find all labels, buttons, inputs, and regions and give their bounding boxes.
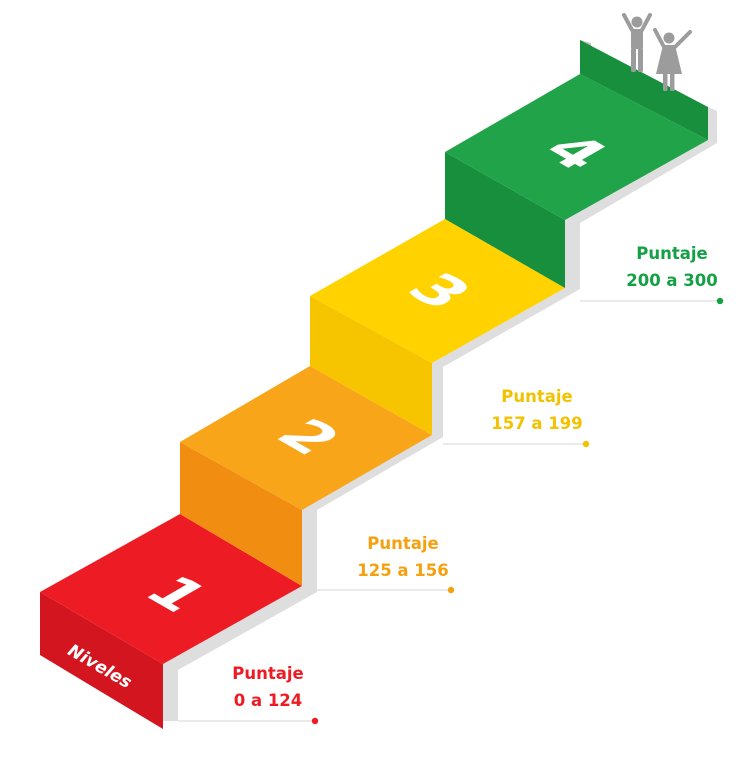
leader-dot-2 — [447, 586, 455, 594]
score-title-1: Puntaje — [232, 664, 304, 683]
step-4-top — [445, 74, 708, 220]
step-3-riser — [310, 296, 432, 435]
step-4-back-wall — [580, 40, 708, 140]
score-label-level-3: Puntaje 157 a 199 — [482, 383, 592, 437]
score-label-level-1: Puntaje 0 a 124 — [215, 660, 321, 714]
score-range-3: 157 a 199 — [491, 414, 583, 433]
side-wall — [163, 107, 717, 721]
leader-dot-1 — [311, 717, 319, 725]
step-2-top — [180, 366, 432, 510]
score-range-2: 125 a 156 — [357, 561, 449, 580]
score-title-4: Puntaje — [636, 244, 708, 263]
man-arms-raised-icon — [622, 13, 652, 72]
step-3: 3 — [310, 219, 565, 435]
step-4-riser — [445, 152, 565, 288]
step-1-front — [40, 592, 163, 729]
score-range-1: 0 a 124 — [233, 691, 303, 710]
step-2-riser — [180, 442, 302, 586]
woman-arms-raised-icon — [653, 28, 692, 91]
step-3-top — [310, 219, 565, 363]
score-label-level-2: Puntaje 125 a 156 — [348, 530, 458, 584]
leader-dot-4 — [716, 297, 724, 305]
step-4: 4 — [445, 40, 708, 288]
score-label-level-4: Puntaje 200 a 300 — [616, 240, 728, 294]
step-1-top — [40, 514, 302, 664]
score-title-2: Puntaje — [367, 534, 439, 553]
step-2: 2 — [180, 366, 432, 586]
step-1: 1 Niveles — [40, 514, 302, 729]
leader-dot-3 — [582, 440, 590, 448]
leader-lines — [178, 297, 724, 725]
score-title-3: Puntaje — [501, 387, 573, 406]
score-range-4: 200 a 300 — [626, 271, 718, 290]
